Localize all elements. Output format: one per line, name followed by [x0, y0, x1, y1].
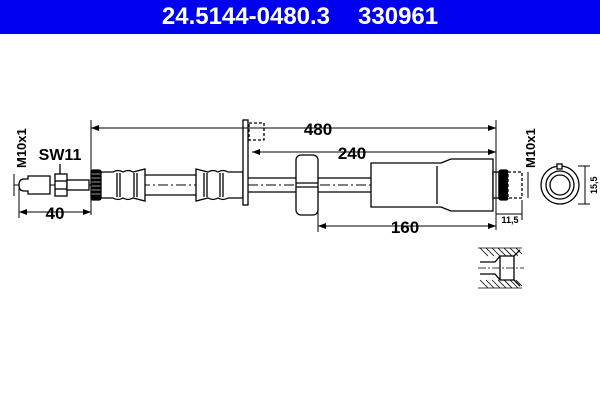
- ref-number: 330961: [358, 3, 439, 30]
- label-right-thread: M10x1: [523, 128, 538, 168]
- dim-mid-length: 240: [338, 144, 366, 163]
- dim-fitting-diameter: 15,5: [589, 176, 599, 194]
- title-bar: 24.5144-0480.3 330961: [0, 0, 600, 34]
- label-wrench-size: SW11: [39, 147, 82, 164]
- dim-end-length: 160: [391, 218, 419, 237]
- dim-total-length: 480: [304, 120, 332, 139]
- dim-fitting-length: 11,5: [501, 215, 518, 225]
- label-left-thread: M10x1: [14, 128, 29, 168]
- dim-left-length: 40: [46, 204, 65, 223]
- part-number: 24.5144-0480.3: [161, 3, 331, 30]
